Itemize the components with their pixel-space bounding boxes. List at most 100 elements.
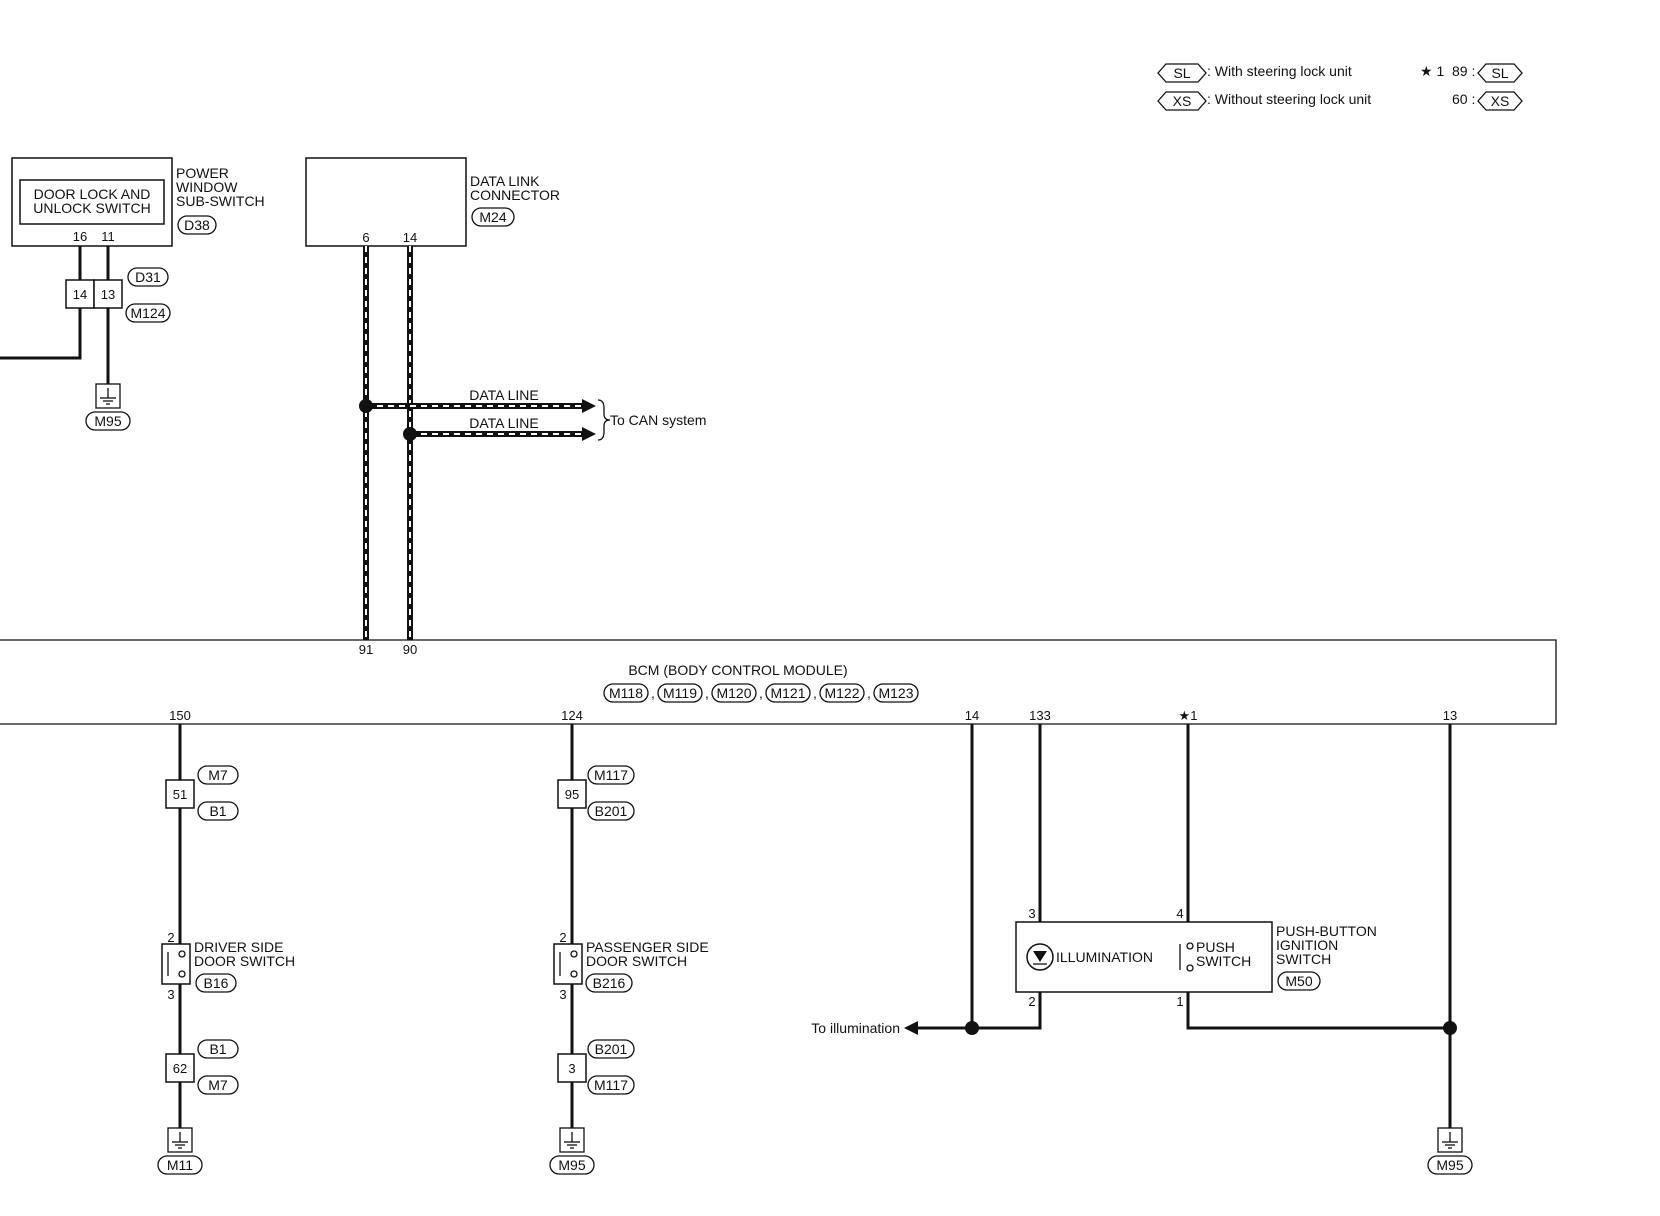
bcm-pin-star1: ★1 [1179,708,1198,723]
pwss-connector-tag [177,215,217,235]
ign-pin-1: 1 [1176,994,1183,1009]
ignition-switch-body [1015,921,1273,993]
can-line-2: DATA LINE [469,415,539,431]
passenger-switch-connector: B216 [593,975,626,991]
passenger-ground: M95 [558,1157,585,1173]
driver-sw-pin-bottom: 3 [167,987,174,1002]
illumination-junction [965,1021,979,1035]
driver-ground-symbol [167,1127,193,1153]
legend-sl-tag [1157,63,1207,83]
driver-door-circuit: 51 M7 B1 2 3 DRIVER SIDE DOOR SWITCH B16… [157,724,295,1175]
pwss-ground: M95 [94,413,121,429]
svg-text:,: , [651,685,655,701]
bcm-pin-91: 91 [359,642,373,657]
bcm-conn-1: M118 [609,685,643,701]
passenger-sw-pin-top: 2 [559,930,566,945]
ign-push-label-1: PUSH [1196,939,1235,955]
driver-switch-title-2: DOOR SWITCH [194,953,295,969]
passenger-joint-pin-1: 95 [565,787,579,802]
passenger-joint-pin-2: 3 [568,1061,575,1076]
ign-connector: M50 [1285,973,1312,989]
ign-ground: M95 [1436,1157,1463,1173]
pwss-joint-pin-a: 14 [73,287,87,302]
dlc-title-1: DATA LINK [470,173,540,189]
pwss-title-1: POWER [176,165,229,181]
pwss-pin-a: 16 [73,229,87,244]
pwss-title-3: SUB-SWITCH [176,193,265,209]
bcm-conn-6: M123 [878,685,913,701]
dlc-pin-a: 6 [362,230,369,245]
legend-star-xs-tag [1477,91,1523,111]
ground-junction [1443,1021,1457,1035]
bcm-conn-tag-1 [603,683,649,703]
legend-sl-text: : With steering lock unit [1207,63,1352,79]
dlc-title-2: CONNECTOR [470,187,560,203]
bcm-pin-90: 90 [403,642,417,657]
bcm-pin-13: 13 [1443,708,1457,723]
pwss-ground-symbol [95,383,121,409]
passenger-sw-pin-bottom: 3 [559,987,566,1002]
bcm-conn-tag-4 [765,683,811,703]
driver-ground: M11 [167,1157,193,1173]
bcm: 91 90 BCM (BODY CONTROL MODULE) M118 , M… [0,639,1557,725]
bcm-title: BCM (BODY CONTROL MODULE) [628,662,847,678]
pwss-joint-pin-b: 13 [101,287,115,302]
driver-joint-2 [165,1053,195,1083]
svg-text:,: , [759,685,763,701]
bcm-conn-2: M119 [663,685,697,701]
passenger-joint-conn-1b: B201 [595,803,628,819]
pwss-pin-b: 11 [101,229,115,244]
bcm-conn-tag-2 [657,683,703,703]
bcm-pin-133: 133 [1029,708,1051,723]
pwss-joint-conn-2-tag [125,303,171,323]
passenger-door-switch-symbol [553,943,583,985]
driver-sw-pin-top: 2 [167,930,174,945]
bcm-conn-5: M122 [824,685,859,701]
dlc-pin-b: 14 [403,230,417,245]
pwss-joint-conn-1: D31 [135,269,161,285]
passenger-joint-conn-1a: M117 [594,767,628,783]
driver-switch-connector: B16 [204,975,229,991]
door-lock-label-1: DOOR LOCK AND [34,186,151,202]
svg-text:,: , [813,685,817,701]
pwss-title-2: WINDOW [176,179,238,195]
ign-push-label-2: SWITCH [1196,953,1251,969]
passenger-door-circuit: 95 M117 B201 2 3 PASSENGER SIDE DOOR SWI… [549,724,709,1175]
can-data-lines: DATA LINE DATA LINE To CAN system [359,246,706,640]
can-arrow-2 [582,427,596,441]
bcm-conn-tag-6 [873,683,919,703]
ign-to-illumination: To illumination [811,1020,900,1036]
can-arrow-1 [582,399,596,413]
ign-illumination-label: ILLUMINATION [1056,949,1153,965]
ign-pin-3: 3 [1028,906,1035,921]
bcm-body [0,639,1557,725]
driver-joint-conn-1b: B1 [209,803,226,819]
pwss-ground-tag [85,411,131,431]
driver-joint-conn-1a: M7 [208,767,228,783]
legend-xs-code: XS [1173,93,1192,109]
svg-text:,: , [705,685,709,701]
driver-joint-pin-2: 62 [173,1061,187,1076]
legend-star-xs-code: XS [1491,93,1510,109]
can-to: To CAN system [610,412,706,428]
bcm-conn-tag-3 [711,683,757,703]
ign-pin-2: 2 [1028,994,1035,1009]
data-link-connector: DATA LINK CONNECTOR M24 6 14 [305,157,560,247]
passenger-switch-title-2: DOOR SWITCH [586,953,687,969]
legend-star-sl-tag [1477,63,1523,83]
passenger-switch-title-1: PASSENGER SIDE [586,939,709,955]
driver-switch-title-1: DRIVER SIDE [194,939,283,955]
driver-joint-conn-2b: M7 [208,1077,228,1093]
ign-title-3: SWITCH [1276,951,1331,967]
bcm-conn-tag-5 [819,683,865,703]
dlc-connector-tag [471,207,515,227]
can-line-1: DATA LINE [469,387,539,403]
bcm-conn-4: M121 [770,685,805,701]
door-lock-switch-box [19,179,165,225]
svg-text:,: , [867,685,871,701]
ign-title-2: IGNITION [1276,937,1338,953]
pwss-joint-conn-1-tag [127,267,169,287]
legend: SL : With steering lock unit XS : Withou… [1157,63,1523,111]
driver-joint-pin-1: 51 [173,787,187,802]
